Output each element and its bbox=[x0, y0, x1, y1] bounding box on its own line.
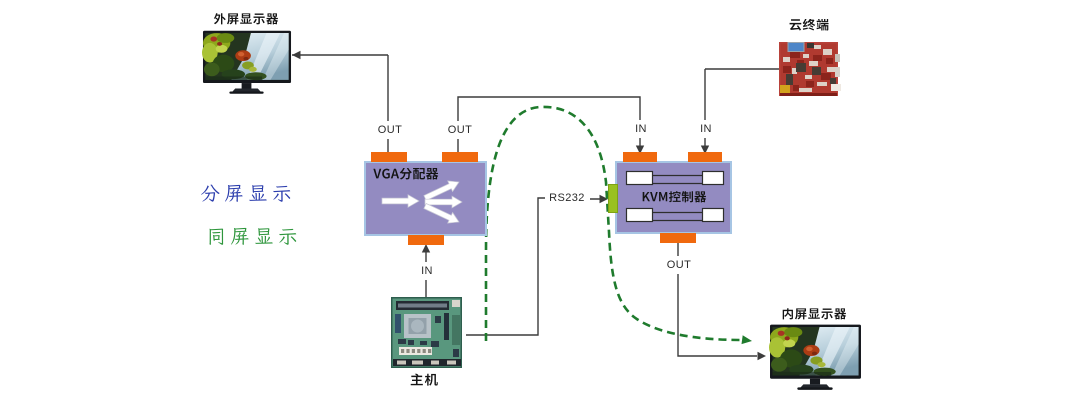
external-monitor-label bbox=[213, 13, 279, 27]
external-monitor-image bbox=[202, 30, 292, 94]
vga-splitter-label bbox=[373, 167, 439, 182]
cable-lines bbox=[292, 50, 779, 361]
host-image bbox=[391, 297, 462, 368]
kvm-in-right-label: IN bbox=[700, 123, 712, 135]
same-screen-flow-path bbox=[484, 105, 752, 345]
legend-split-screen bbox=[201, 184, 292, 205]
cloud-terminal-image bbox=[779, 42, 841, 96]
internal-monitor-image bbox=[769, 324, 861, 390]
rs232-label: RS232 bbox=[549, 192, 585, 204]
vga-out-port-right bbox=[442, 152, 478, 162]
kvm-out-label: OUT bbox=[666, 259, 692, 271]
cloud-terminal-label bbox=[789, 18, 829, 33]
vga-out-port-left bbox=[371, 152, 407, 162]
kvm-in-port-left bbox=[623, 152, 657, 162]
host-label bbox=[410, 373, 438, 389]
legend-same-screen bbox=[207, 227, 298, 248]
kvm-relay-diagram bbox=[625, 170, 725, 223]
kvm-in-left-label: IN bbox=[635, 123, 647, 135]
internal-monitor-label bbox=[782, 308, 847, 322]
vga-out-right-label: OUT bbox=[447, 124, 473, 136]
vga-in-port bbox=[408, 235, 444, 245]
vga-splitter-arrows bbox=[381, 180, 463, 224]
kvm-controller-label bbox=[642, 191, 707, 205]
kvm-serial-port bbox=[608, 184, 618, 213]
host-in-label: IN bbox=[421, 265, 433, 277]
vga-out-left-label: OUT bbox=[377, 124, 403, 136]
kvm-in-port-right bbox=[688, 152, 722, 162]
kvm-out-port bbox=[660, 233, 696, 243]
